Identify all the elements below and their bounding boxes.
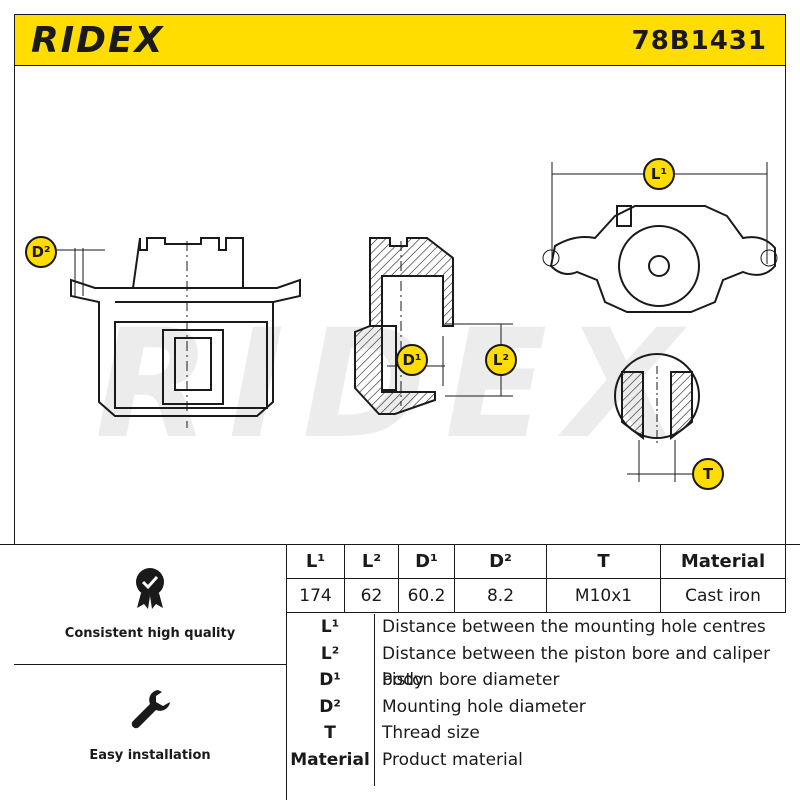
quality-badge-icon [136,568,164,609]
legend-item: L¹ Distance between the mounting hole ce… [286,614,786,641]
d2-label: D² [31,243,50,261]
legend-key: Material [290,749,370,770]
legend-key: L¹ [320,617,340,637]
legend-key: T [324,723,336,743]
header-bar: RIDEX 78B1431 [14,14,786,66]
legend-description: Product material [382,749,523,770]
spec-value: 62 [344,578,399,613]
part-number: 78B1431 [631,26,767,56]
spec-header: L¹ [286,544,345,579]
spec-header: Material [660,544,786,579]
section-divider [286,544,287,800]
d1-label: D¹ [402,351,421,369]
spec-header-row: L¹ L² D¹ D² T Material [286,544,786,579]
legend-key: L² [320,643,340,664]
technical-drawing: RIDEX D² [14,66,786,544]
t-label: T [703,465,714,483]
brand-logo: RIDEX [31,20,165,61]
feature-label-quality: Consistent high quality [64,626,236,641]
legend-description: Piston bore diameter [382,670,560,690]
legend-item: Material Product material [286,747,786,774]
legend-description: Distance between the mounting hole centr… [382,617,766,637]
spec-value: 174 [286,578,345,613]
legend-item: D² Mounting hole diameter [286,694,786,721]
caliper-section-view: D¹ L² [354,237,517,415]
legend-key: D¹ [319,670,341,690]
legend-item: L² Distance between the piston bore and … [286,641,786,690]
l1-label: L¹ [651,165,667,183]
spec-header: D² [454,544,547,579]
spec-value: Cast iron [660,578,786,613]
spec-table: L¹ L² D¹ D² T Material 174 62 60.2 8.2 M… [286,544,786,613]
legend-description: Thread size [382,723,480,743]
legend-item: D¹ Piston bore diameter [286,667,786,694]
legend-description: Distance between the piston bore and cal… [382,643,771,690]
spec-header: T [546,544,661,579]
caliper-side-view: D² [25,236,301,428]
spec-header: D¹ [398,544,455,579]
spec-value: M10x1 [546,578,661,613]
spec-value: 60.2 [398,578,455,613]
thread-detail-view: T [614,353,724,490]
legend-item: T Thread size [286,720,786,747]
spec-value: 8.2 [454,578,547,613]
legend-separator [374,614,375,786]
feature-label-installation: Easy installation [89,748,211,763]
spec-value-row: 174 62 60.2 8.2 M10x1 Cast iron [286,578,786,613]
legend-key: D² [319,696,341,717]
spec-header: L² [344,544,399,579]
caliper-front-view: L¹ [542,158,778,313]
legend-description: Mounting hole diameter [382,696,586,717]
legend-list: L¹ Distance between the mounting hole ce… [286,614,786,773]
feature-divider [14,664,286,665]
feature-quality: Consistent high quality [14,566,286,641]
feature-installation: Easy installation [14,686,286,763]
wrench-icon [131,690,170,729]
l2-label: L² [493,351,509,369]
